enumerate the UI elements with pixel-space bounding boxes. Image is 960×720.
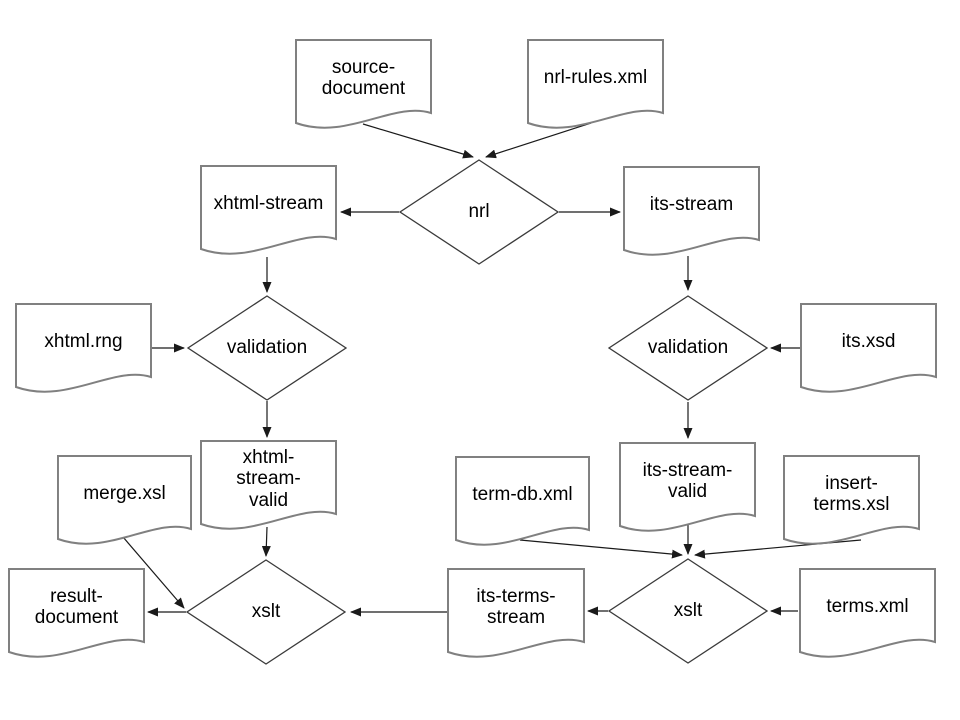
diamond-shape	[608, 558, 768, 664]
document-shape	[455, 456, 590, 546]
document-shape	[57, 455, 192, 545]
diamond-shape	[186, 559, 346, 665]
arrow-source-document-to-nrl	[362, 123, 474, 159]
node-insert-terms-xsl: insert- terms.xsl	[783, 455, 920, 547]
arrow-nrl-rules-to-nrl	[485, 122, 592, 159]
diamond-shape	[187, 295, 347, 401]
node-its-stream: its-stream	[623, 166, 760, 258]
node-xslt-right: xslt	[608, 558, 768, 664]
node-source-document: source- document	[295, 39, 432, 131]
node-terms-xml: terms.xml	[799, 568, 936, 660]
arrow-merge-xsl-to-xslt-left	[122, 536, 185, 609]
node-result-document: result- document	[8, 568, 145, 660]
arrow-xhtml-stream-valid-to-xslt-left	[261, 526, 271, 557]
node-term-db-xml: term-db.xml	[455, 456, 590, 548]
document-shape	[800, 303, 937, 393]
document-shape	[200, 440, 337, 530]
document-shape	[447, 568, 585, 658]
node-its-terms-stream: its-terms- stream	[447, 568, 585, 660]
node-its-xsd: its.xsd	[800, 303, 937, 395]
document-shape	[619, 442, 756, 532]
document-shape	[15, 303, 152, 393]
document-shape	[799, 568, 936, 658]
node-nrl-rules-xml: nrl-rules.xml	[527, 39, 664, 131]
document-shape	[295, 39, 432, 129]
node-nrl: nrl	[399, 159, 559, 265]
node-xslt-left: xslt	[186, 559, 346, 665]
document-shape	[623, 166, 760, 256]
node-validation-right: validation	[608, 295, 768, 401]
node-merge-xsl: merge.xsl	[57, 455, 192, 547]
node-xhtml-stream: xhtml-stream	[200, 165, 337, 257]
arrow-term-db-to-xslt-right	[519, 539, 683, 559]
diamond-shape	[399, 159, 559, 265]
node-its-stream-valid: its-stream- valid	[619, 442, 756, 534]
document-shape	[527, 39, 664, 129]
document-shape	[783, 455, 920, 545]
node-validation-left: validation	[187, 295, 347, 401]
document-shape	[8, 568, 145, 658]
node-xhtml-stream-valid: xhtml- stream- valid	[200, 440, 337, 532]
document-shape	[200, 165, 337, 255]
diamond-shape	[608, 295, 768, 401]
node-xhtml-rng: xhtml.rng	[15, 303, 152, 395]
